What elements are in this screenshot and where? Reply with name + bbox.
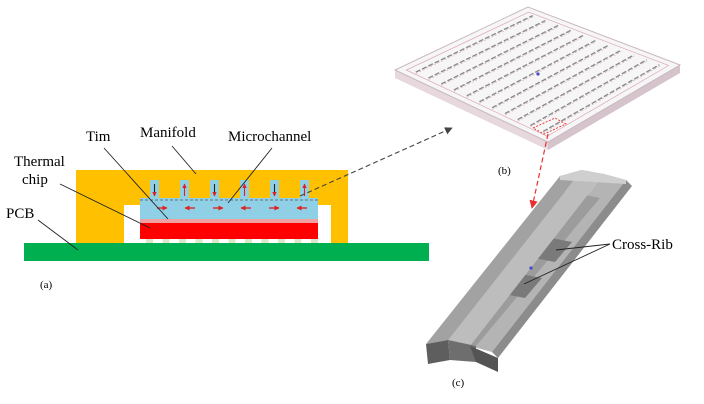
thermal-chip-label-line1: Thermal [14,154,65,170]
plate-channel-row-detail [466,36,584,98]
solder-bump [278,239,285,243]
tim-layer [140,219,318,223]
plate-channel-row [542,64,660,133]
channel-front-face-floor [448,340,476,362]
plate-channel-row [466,34,584,97]
channel-front-face-left [426,340,450,364]
plate-channel-row-detail [453,31,571,92]
microchannel-region [140,198,318,219]
microchannel-label: Microchannel [228,129,311,145]
pcb-leader [37,219,79,251]
solder-bump [228,239,236,243]
tim-label: Tim [86,129,111,145]
cross-rib-marker [529,266,533,270]
solder-bump [179,239,186,243]
solder-bump [294,239,302,243]
plate-marker [536,72,540,76]
plate-channel-row [491,44,610,109]
plate-channel-row-detail [415,17,533,74]
plate-pattern-border [405,11,670,137]
plate-channel-row [530,59,648,127]
channel-right-wall-top [470,174,626,352]
thermal-chip-label-line2: chip [22,172,48,188]
solder-bump [146,239,153,243]
pcb-label: PCB [6,206,34,222]
zoom-arrow-b-to-c [529,133,549,209]
cross-rib-leader-1 [555,243,611,251]
channel-back-face [560,170,626,184]
cross-rib-channel-diagram: Cross-Rib (c) [426,170,673,389]
plate-channel-pattern [405,11,670,137]
channel-right-wall-side [492,180,632,358]
solder-bump [261,239,269,243]
plate-channel-row-detail [441,26,559,86]
panel-label-c: (c) [452,377,465,389]
manifold-leader [171,145,197,175]
plate-channel-row [453,29,572,91]
plate-side-front [395,70,548,150]
channel-left-wall-top [448,170,604,346]
solder-bump [162,239,170,243]
channel-left-wall-outer [426,170,582,344]
panel-label-a: (a) [40,279,53,291]
manifold-slots [150,180,309,200]
plate-channel-row [415,15,533,73]
tim-leader [103,147,169,220]
cross-rib-label: Cross-Rib [612,237,673,253]
manifold-label: Manifold [140,125,196,141]
solder-bump [212,239,219,243]
pcb-board [24,243,429,261]
plate-side-right [548,65,680,150]
cross-rib-leader-2 [523,243,611,285]
solder-bump [245,239,252,243]
manifold-housing [76,170,348,243]
microchannel-leader [227,147,273,204]
plate-channel-row [504,49,622,115]
thermal-chip [140,223,318,239]
solder-bump [195,239,203,243]
solder-bump [311,239,318,243]
plate-highlight-region [531,117,568,135]
zoom-arrow-a-to-b [299,127,453,197]
panel-label-b: (b) [498,165,511,177]
plate-channel-row-detail [428,21,546,80]
solder-bumps [146,239,318,243]
manifold-plate-diagram: (b) [393,6,682,177]
plate-channel-row [440,24,559,85]
plate-channel-row [479,39,597,103]
cross-section-diagram: Tim Manifold Microchannel Thermal chip P… [6,125,429,291]
cross-rib-block-1 [534,238,572,262]
plate-channel-row [428,19,546,79]
channel-front-face-right [470,346,498,372]
thermal-chip-leader [59,183,151,229]
plate-channel-row [517,54,635,121]
